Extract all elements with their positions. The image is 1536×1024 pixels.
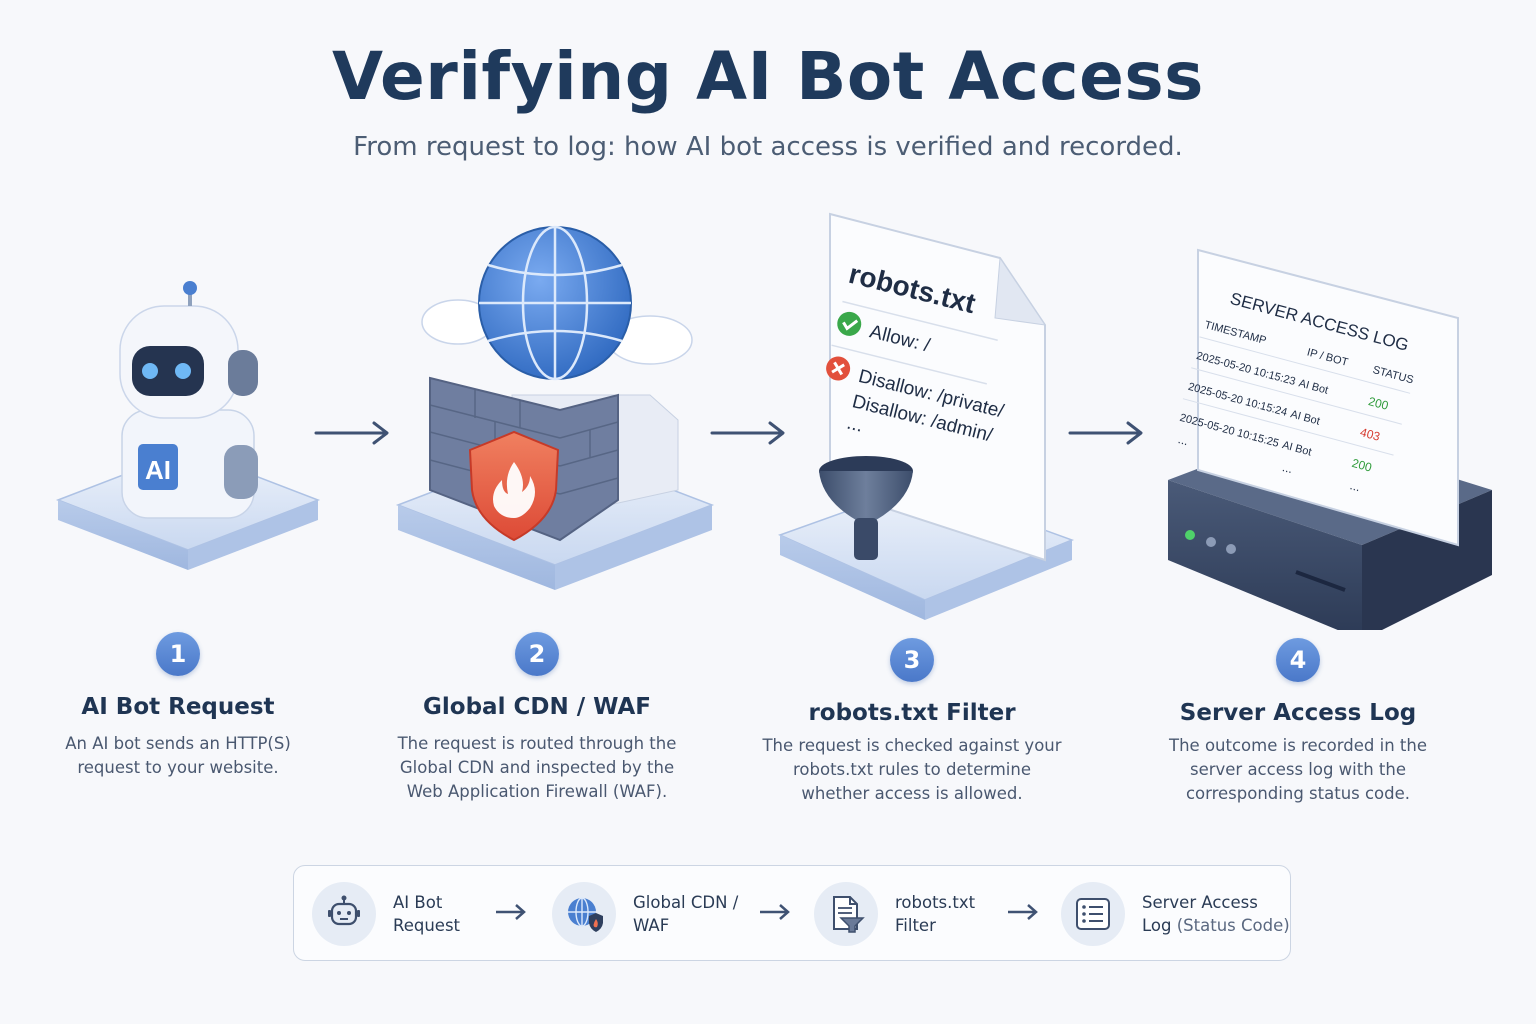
log-row-1-status: 200 [1367, 394, 1390, 413]
arrow-3-4 [1068, 421, 1143, 445]
step-3-title: robots.txt Filter [808, 700, 1016, 726]
step-3-description: The request is checked against your robo… [762, 736, 1062, 803]
step-1-title: AI Bot Request [81, 694, 275, 720]
step-3-number: 3 [890, 638, 934, 682]
flow-label-server-log-suffix: (Status Code) [1176, 916, 1290, 935]
step-3: 3 robots.txt Filter The request is check… [742, 638, 1082, 806]
list-icon [1061, 882, 1125, 946]
step-4: 4 Server Access Log The outcome is recor… [1128, 638, 1468, 806]
step-1-description: An AI bot sends an HTTP(S) request to yo… [65, 734, 291, 777]
step-1-number: 1 [156, 632, 200, 676]
step-2-number: 2 [515, 632, 559, 676]
step-4-title: Server Access Log [1179, 700, 1417, 726]
flow-label-cdn-waf: Global CDN / WAF [633, 893, 739, 935]
cdn-waf-illustration [395, 225, 715, 590]
illustrations: AI [55, 212, 1492, 630]
robot-icon [312, 882, 376, 946]
flow-arrow-3 [1008, 904, 1038, 920]
step-4-description: The outcome is recorded in the server ac… [1169, 736, 1427, 803]
step-2-description: The request is routed through the Global… [397, 734, 677, 801]
flow-summary-bar: AI Bot Request Global CDN / WAF [293, 865, 1291, 961]
document-filter-icon [814, 882, 878, 946]
arrow-1-2 [314, 421, 389, 445]
log-row-2-status: 403 [1359, 425, 1382, 444]
log-ellipsis-3: ... [1349, 478, 1362, 494]
log-row-3-status: 200 [1350, 456, 1373, 475]
robot-badge-text: AI [145, 455, 171, 485]
flow-label-server-log-main: Server Access Log [1142, 893, 1258, 935]
flow-arrow-1 [496, 904, 526, 920]
step-2: 2 Global CDN / WAF The request is routed… [367, 632, 707, 804]
robots-txt-illustration: robots.txt Allow: / Disallow: /private/ … [777, 212, 1075, 620]
robot-illustration: AI [55, 281, 321, 570]
log-ellipsis-2: ... [1281, 460, 1294, 476]
flow-label-ai-bot: AI Bot Request [393, 893, 461, 935]
page-title: Verifying AI Bot Access [332, 38, 1204, 115]
flow-label-robots-filter: robots.txt Filter [895, 893, 976, 935]
step-4-number: 4 [1276, 638, 1320, 682]
server-log-illustration: SERVER ACCESS LOG TIMESTAMP IP / BOT STA… [1168, 248, 1492, 630]
page-subtitle: From request to log: how AI bot access i… [353, 132, 1183, 162]
globe-shield-icon [552, 882, 616, 946]
step-2-title: Global CDN / WAF [423, 694, 651, 720]
flow-label-server-log: Server Access Log (Status Code) [1142, 891, 1302, 937]
flow-arrow-2 [760, 904, 790, 920]
step-1: 1 AI Bot Request An AI bot sends an HTTP… [8, 632, 348, 780]
log-ellipsis-1: ... [1177, 432, 1190, 448]
arrow-2-3 [710, 421, 785, 445]
robots-ellipsis: ... [845, 413, 865, 437]
